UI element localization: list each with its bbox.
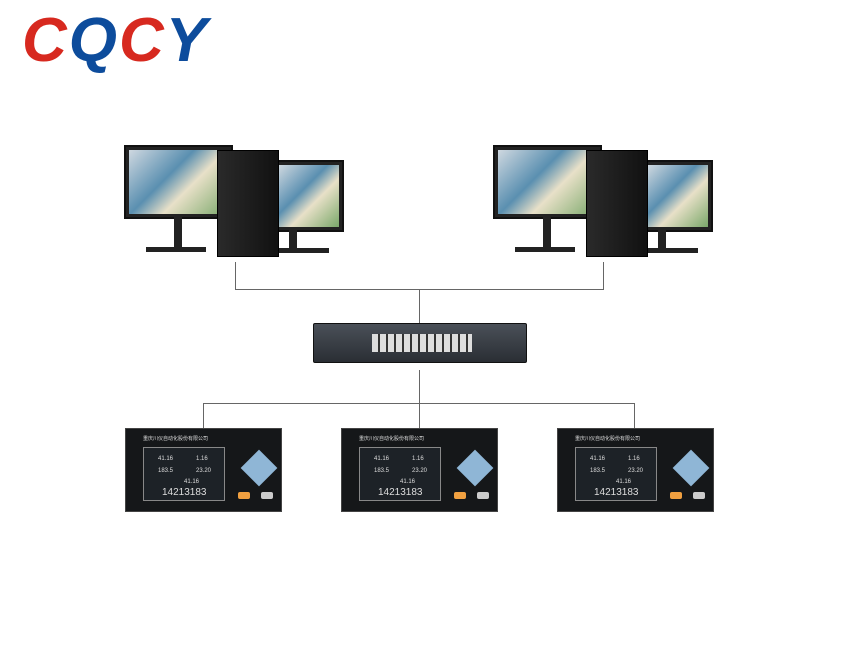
connector-line xyxy=(419,370,420,404)
orange-button xyxy=(670,492,682,499)
logo-letter: Y xyxy=(165,6,210,75)
connector-line xyxy=(419,289,420,323)
value: 183.5 xyxy=(590,468,606,474)
value: 41.16 xyxy=(374,456,390,462)
switch-ports xyxy=(372,334,472,352)
logo-letter: C xyxy=(22,6,69,75)
recorder-brand: 重庆川仪自动化股份有限公司 xyxy=(143,436,209,442)
monitor xyxy=(643,160,713,232)
direction-pad xyxy=(240,449,278,487)
direction-pad xyxy=(456,449,494,487)
orange-button xyxy=(238,492,250,499)
workstation-2 xyxy=(493,145,713,260)
recorder-display: 41.16 1.16 183.5 23.20 41.16 14213183 xyxy=(575,447,657,501)
connector-line xyxy=(603,262,604,290)
value: 41.16 xyxy=(590,456,606,462)
logo-letter: Q xyxy=(68,6,120,75)
value: 41.16 xyxy=(400,479,416,485)
direction-pad xyxy=(672,449,710,487)
recorder-brand: 重庆川仪自动化股份有限公司 xyxy=(359,436,425,442)
connector-line xyxy=(235,262,236,290)
orange-button xyxy=(454,492,466,499)
connector-line xyxy=(419,403,420,428)
pc-tower xyxy=(217,150,279,257)
total-value: 14213183 xyxy=(594,487,639,498)
workstation-1 xyxy=(124,145,344,260)
recorder-display: 41.16 1.16 183.5 23.20 41.16 14213183 xyxy=(143,447,225,501)
connector-line xyxy=(634,403,635,428)
connector-line xyxy=(203,403,204,428)
monitor xyxy=(124,145,233,219)
value: 1.16 xyxy=(412,456,424,462)
value: 23.20 xyxy=(196,468,212,474)
gray-button xyxy=(261,492,273,499)
paperless-recorder-3: 重庆川仪自动化股份有限公司 41.16 1.16 183.5 23.20 41.… xyxy=(557,428,714,512)
recorder-brand: 重庆川仪自动化股份有限公司 xyxy=(575,436,641,442)
gray-button xyxy=(693,492,705,499)
gray-button xyxy=(477,492,489,499)
value: 1.16 xyxy=(628,456,640,462)
paperless-recorder-1: 重庆川仪自动化股份有限公司 41.16 1.16 183.5 23.20 41.… xyxy=(125,428,282,512)
logo-letter: C xyxy=(119,6,166,75)
value: 183.5 xyxy=(374,468,390,474)
network-switch xyxy=(313,323,527,363)
total-value: 14213183 xyxy=(378,487,423,498)
value: 23.20 xyxy=(628,468,644,474)
value: 41.16 xyxy=(184,479,200,485)
value: 41.16 xyxy=(616,479,632,485)
monitor xyxy=(274,160,344,232)
value: 41.16 xyxy=(158,456,174,462)
value: 183.5 xyxy=(158,468,174,474)
recorder-display: 41.16 1.16 183.5 23.20 41.16 14213183 xyxy=(359,447,441,501)
value: 1.16 xyxy=(196,456,208,462)
pc-tower xyxy=(586,150,648,257)
total-value: 14213183 xyxy=(162,487,207,498)
value: 23.20 xyxy=(412,468,428,474)
paperless-recorder-2: 重庆川仪自动化股份有限公司 41.16 1.16 183.5 23.20 41.… xyxy=(341,428,498,512)
cqcy-logo: CQCY xyxy=(22,6,209,76)
